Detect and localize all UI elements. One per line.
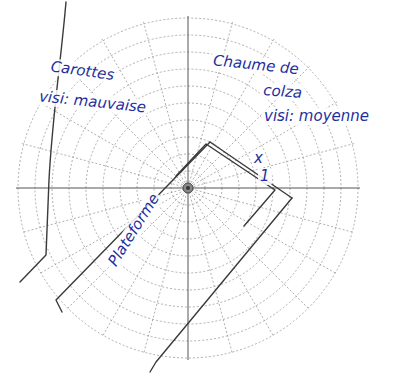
field-boundary [20,2,66,282]
platform-edge [56,142,210,312]
platform-edge [150,198,292,372]
platform-edge [210,142,292,198]
handwritten-note: colza [261,82,305,102]
handwritten-note: visi: moyenne [262,108,371,125]
handwritten-note: visi: mauvaise [36,88,149,117]
handwritten-note: 1 [258,168,272,185]
handwritten-note: x [252,150,265,167]
platform-outline [176,144,275,226]
handwritten-note: Plateforme [104,189,164,271]
